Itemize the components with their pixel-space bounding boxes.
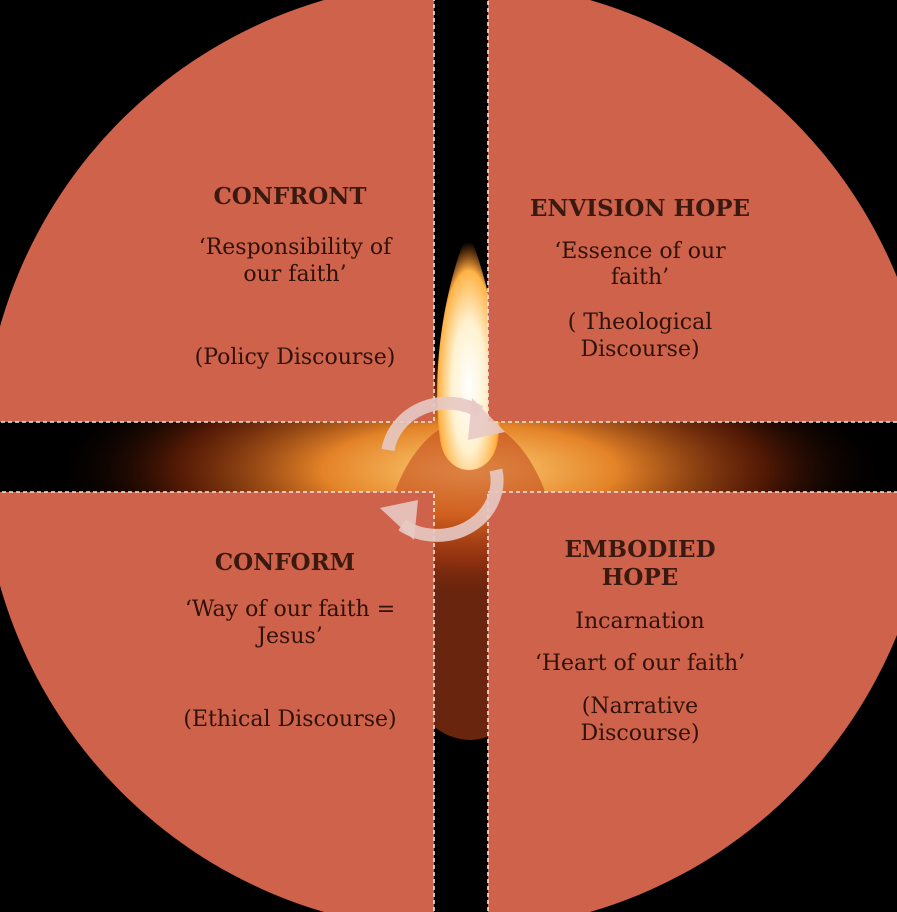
envision-hope-line-1: ‘Essence of our bbox=[554, 239, 726, 264]
confront-line-2: our faith’ bbox=[243, 262, 347, 287]
envision-hope-title: ENVISION HOPE bbox=[529, 195, 751, 222]
embodied-hope-title-1: EMBODIED bbox=[564, 536, 716, 563]
envision-hope-discourse-1: ( Theological bbox=[567, 310, 713, 335]
conform-line-2: Jesus’ bbox=[257, 624, 323, 649]
cycle-arrow-head-top bbox=[468, 398, 505, 440]
envision-hope-line-2: faith’ bbox=[610, 265, 670, 290]
conform-title: CONFORM bbox=[214, 549, 356, 576]
cycle-arrow-head-bottom bbox=[380, 500, 418, 540]
confront-line-1: ‘Responsibility of bbox=[198, 235, 392, 260]
conform-line-1: ‘Way of our faith = bbox=[184, 597, 396, 622]
envision-hope-discourse-2: Discourse) bbox=[580, 337, 700, 362]
conform-discourse: (Ethical Discourse) bbox=[183, 707, 397, 732]
embodied-hope-discourse-1: (Narrative bbox=[581, 694, 699, 719]
confront-title: CONFRONT bbox=[213, 183, 367, 210]
confront-discourse: (Policy Discourse) bbox=[194, 345, 396, 370]
candle-flame-icon bbox=[437, 230, 501, 470]
embodied-hope-title-2: HOPE bbox=[601, 564, 679, 591]
cycle-arrows-icon bbox=[381, 396, 504, 542]
embodied-hope-discourse-2: Discourse) bbox=[580, 721, 700, 746]
embodied-hope-line-1: ‘Heart of our faith’ bbox=[534, 651, 746, 676]
embodied-hope-incarnation: Incarnation bbox=[575, 609, 705, 634]
